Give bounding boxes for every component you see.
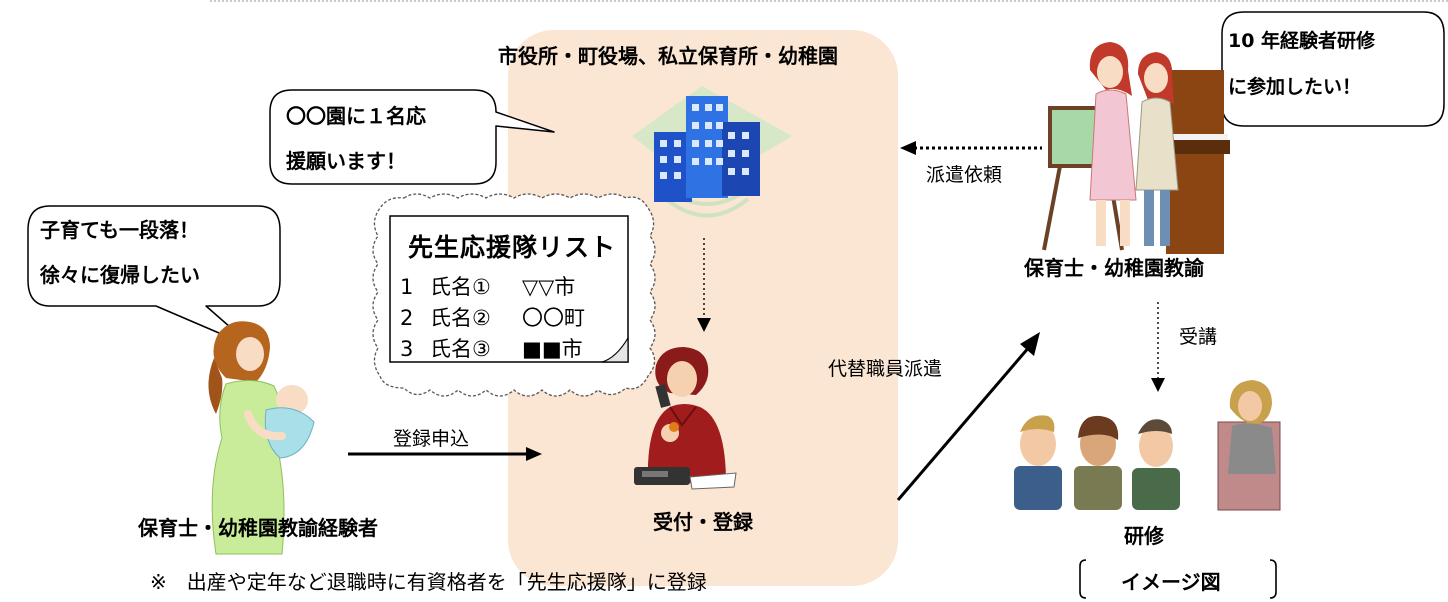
image-note-bracket: [1076, 556, 1280, 602]
footnote: ※ 出産や定年など退職時に有資格者を「先生応援隊」に登録: [150, 570, 707, 594]
former-teacher-line-2: 徐々に復帰したい: [40, 263, 200, 287]
teachers-at-piano-illustration: [1032, 30, 1232, 255]
substitute-dispatch-arrow: [890, 324, 1050, 508]
support-list-title: 先生応援隊リスト: [408, 233, 617, 262]
training-label: 研修: [1124, 524, 1164, 548]
org-request-line-2: 援願います！: [286, 149, 406, 173]
image-note-label: イメージ図: [1121, 570, 1221, 594]
current-teacher-line-2: に参加したい！: [1228, 76, 1362, 98]
registration-arrow-label: 登録申込: [393, 428, 470, 450]
mother-with-baby-illustration: [196, 318, 326, 558]
receptionist-illustration: [630, 345, 740, 490]
org-request-speech-bubble: 〇〇園に１名応 援願います！: [262, 82, 562, 194]
current-teacher-speech-bubble: 10 年経験者研修 に参加したい！: [1178, 4, 1448, 136]
substitute-dispatch-arrow-label: 代替職員派遣: [828, 358, 943, 380]
dispatch-request-arrow-label: 派遣依頼: [926, 164, 1003, 186]
current-teacher-line-1: 10 年経験者研修: [1228, 30, 1376, 52]
attend-arrow: [1146, 300, 1170, 396]
office-building-illustration: [592, 74, 822, 234]
top-dotted-rule: [210, 0, 1448, 2]
org-request-line-1: 〇〇園に１名応: [286, 104, 426, 128]
former-teacher-label: 保育士・幼稚園教諭経験者: [138, 516, 378, 540]
current-teacher-label: 保育士・幼稚園教諭: [1024, 256, 1204, 280]
former-teacher-line-1: 子育ても一段落！: [40, 218, 199, 242]
attend-arrow-label: 受講: [1179, 326, 1218, 348]
dispatch-request-arrow: [896, 138, 1046, 158]
registration-arrow: [346, 444, 546, 464]
org-to-reception-arrow: [692, 236, 716, 336]
training-lecture-illustration: [1008, 374, 1293, 514]
organization-label: 市役所・町役場、私立保育所・幼稚園: [498, 44, 838, 68]
reception-label: 受付・登録: [653, 510, 753, 534]
